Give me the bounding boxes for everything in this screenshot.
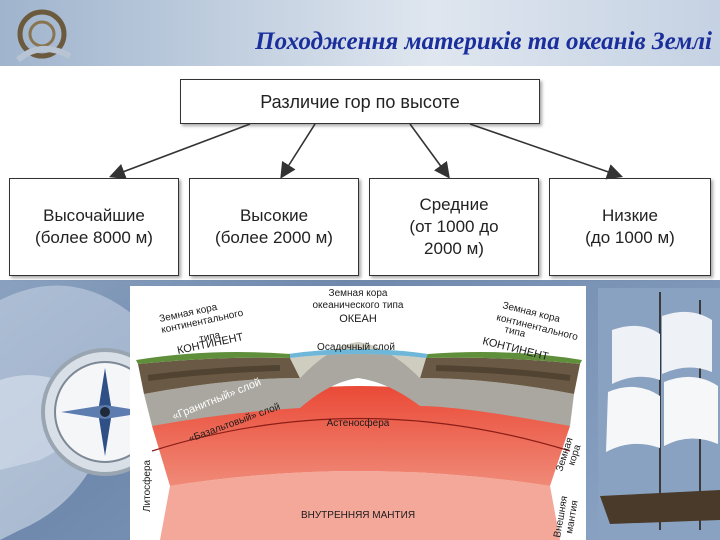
category-range: (более 2000 м) (215, 228, 333, 247)
nautical-rope-icon (15, 9, 72, 63)
category-range: (до 1000 м) (585, 228, 675, 247)
category-range: (более 8000 м) (35, 228, 153, 247)
label-right-crust-3: типа (503, 324, 527, 340)
category-box-high: Высокие (более 2000 м) (189, 178, 359, 276)
ocean (288, 349, 428, 358)
root-box: Различие гор по высоте (180, 79, 540, 124)
category-name: Высокие (239, 206, 309, 225)
page-title: Походження материків та океанів Землі (255, 28, 712, 55)
category-name: Высочайшие (43, 206, 145, 225)
earth-crust-diagram: Земная кора континентального типа КОНТИН… (130, 286, 586, 540)
category-range-cont: 2000 м) (424, 239, 484, 258)
label-center-crust-1: Земная кора (329, 288, 388, 299)
label-center-crust-2: океанического типа (312, 300, 403, 311)
basalt-layer (144, 342, 574, 426)
label-inner-mantle: ВНУТРЕННЯЯ МАНТИЯ (301, 510, 415, 521)
label-sediment: Осадочный слой (317, 342, 395, 353)
category-box-low: Низкие (до 1000 м) (549, 178, 711, 276)
label-left-crust-3: типа (198, 330, 221, 345)
category-box-medium: Средние (от 1000 до 2000 м) (369, 178, 539, 276)
label-asthenosphere: Астеносфера (327, 417, 390, 429)
label-center-name: ОКЕАН (339, 313, 377, 325)
category-box-highest: Высочайшие (более 8000 м) (9, 178, 179, 276)
label-lithosphere: Литосфера (141, 459, 153, 512)
sailing-ship-icon (598, 288, 720, 540)
category-name: Низкие (602, 206, 658, 225)
inner-mantle-layer (160, 471, 560, 540)
category-range: (от 1000 до (409, 217, 499, 236)
category-name: Средние (419, 195, 489, 214)
